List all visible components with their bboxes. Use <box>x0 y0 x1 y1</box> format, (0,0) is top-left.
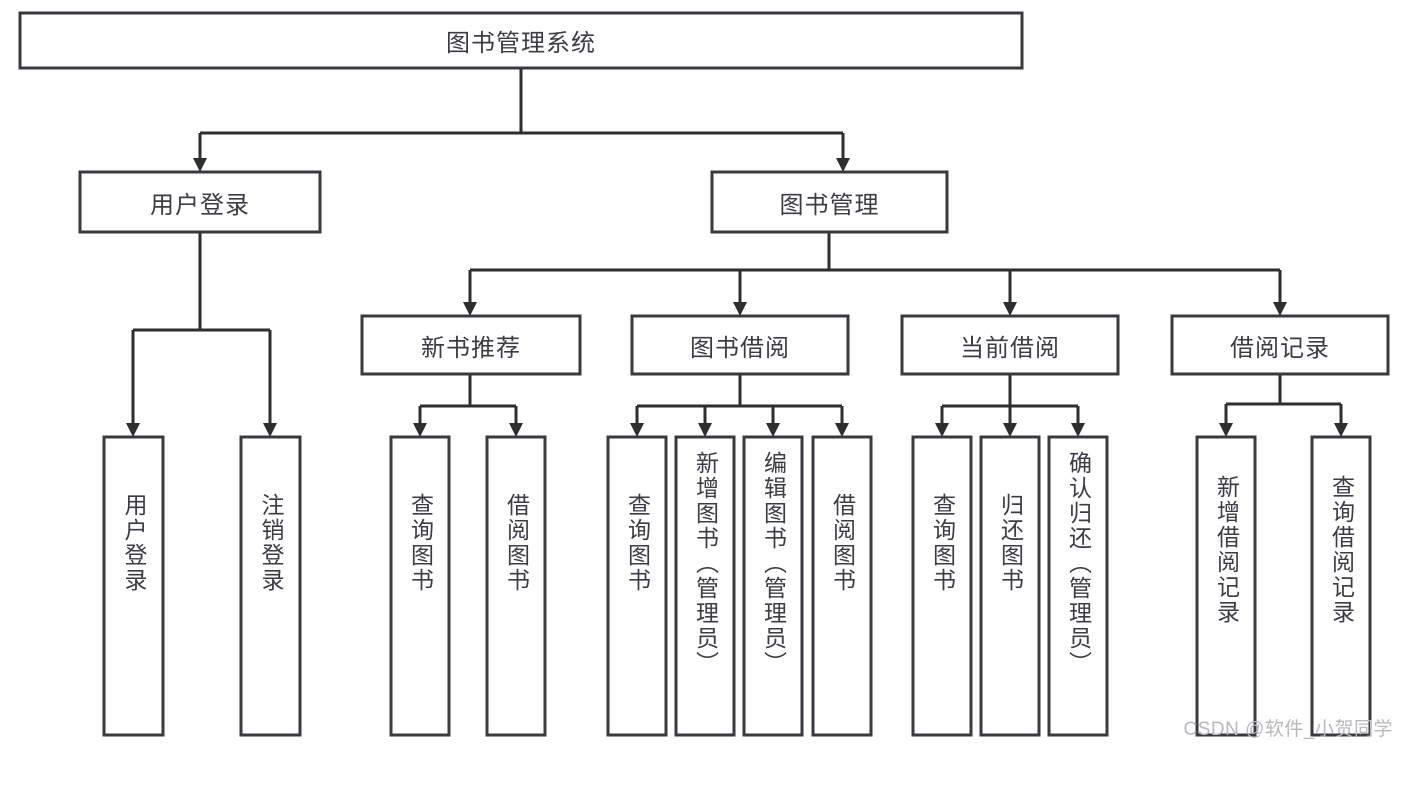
node-book-manage[interactable] <box>710 170 949 234</box>
edge-root-to-children <box>193 68 850 172</box>
node-borrow-record[interactable] <box>1170 314 1390 376</box>
edge-bookborrow-to-leaves <box>630 374 849 437</box>
node-leaf-query-book-2[interactable] <box>606 435 668 737</box>
node-leaf-query-book-3[interactable] <box>911 435 973 737</box>
node-leaf-logout[interactable] <box>239 435 302 737</box>
node-leaf-edit-book[interactable] <box>742 435 804 737</box>
node-leaf-query-record[interactable] <box>1310 435 1372 737</box>
node-leaf-user-login[interactable] <box>102 435 165 737</box>
node-user-login[interactable] <box>78 170 322 234</box>
node-book-borrow[interactable] <box>630 314 850 376</box>
node-leaf-borrow-book-1[interactable] <box>485 435 547 737</box>
diagram-canvas: 图书管理系统 用户登录 图书管理 新书推荐 图书借阅 当前借阅 借阅记录 用户登… <box>18 11 1392 740</box>
node-current-borrow[interactable] <box>900 314 1120 376</box>
node-root[interactable] <box>18 11 1024 70</box>
edge-borrowrecord-to-leaves <box>1219 374 1348 437</box>
tree-svg <box>18 11 1390 737</box>
node-leaf-return-book[interactable] <box>979 435 1041 737</box>
edge-newbookrec-to-leaves <box>413 374 523 437</box>
node-leaf-query-book-1[interactable] <box>389 435 451 737</box>
edge-userlogin-to-leaves <box>126 232 277 437</box>
edge-bookmanage-to-children <box>463 232 1287 316</box>
node-leaf-add-record[interactable] <box>1195 435 1257 737</box>
node-new-book-rec[interactable] <box>360 314 582 376</box>
node-leaf-borrow-book-2[interactable] <box>811 435 873 737</box>
node-leaf-confirm-return[interactable] <box>1047 435 1109 737</box>
node-leaf-add-book[interactable] <box>674 435 736 737</box>
edge-currentborrow-to-leaves <box>935 374 1085 437</box>
